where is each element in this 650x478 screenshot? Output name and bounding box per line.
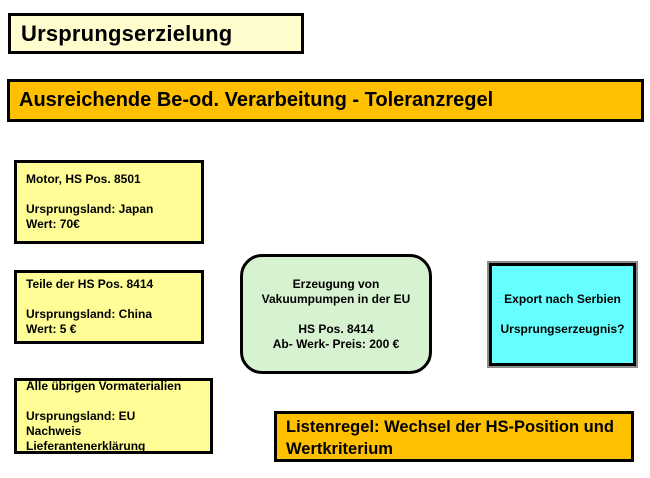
material-box-motor: Motor, HS Pos. 8501 Ursprungsland: Japan… — [14, 160, 204, 244]
material-teile-origin: Ursprungsland: China — [26, 307, 153, 321]
material-motor-title: Motor, HS Pos. 8501 — [26, 172, 141, 186]
process-line-1: Erzeugung von — [292, 276, 380, 291]
section-header-bar: Ausreichende Be-od. Verarbeitung - Toler… — [7, 79, 644, 122]
title-text: Ursprungserzielung — [21, 20, 233, 46]
export-box-serbien: Export nach Serbien Ursprungserzeugnis? — [487, 261, 638, 368]
process-line-2: Vakuumpumpen in der EU — [261, 291, 411, 306]
material-vormaterialien-proof: Nachweis Lieferantenerklärung — [26, 423, 146, 453]
rule-box-listenregel: Listenregel: Wechsel der HS-Position und… — [274, 411, 634, 462]
rule-line-2: Wertkriterium — [286, 440, 393, 458]
material-vormaterialien-origin: Ursprungsland: EU — [26, 408, 136, 423]
process-price: Ab- Werk- Preis: 200 € — [272, 336, 400, 351]
process-box-erzeugung: Erzeugung von Vakuumpumpen in der EU HS … — [240, 254, 432, 374]
material-box-teile: Teile der HS Pos. 8414 Ursprungsland: Ch… — [14, 270, 204, 344]
material-motor-origin: Ursprungsland: Japan — [26, 202, 154, 216]
export-destination: Export nach Serbien — [504, 292, 621, 306]
material-box-vormaterialien: Alle übrigen Vormaterialien Ursprungslan… — [14, 378, 213, 454]
material-motor-value: Wert: 70€ — [26, 217, 80, 231]
material-teile-title: Teile der HS Pos. 8414 — [26, 277, 154, 291]
material-vormaterialien-title: Alle übrigen Vormaterialien — [26, 378, 182, 393]
material-teile-value: Wert: 5 € — [26, 322, 77, 336]
export-question: Ursprungserzeugnis? — [500, 322, 625, 336]
process-hs-pos: HS Pos. 8414 — [298, 321, 374, 336]
section-header-text: Ausreichende Be-od. Verarbeitung - Toler… — [19, 89, 494, 111]
title-box: Ursprungserzielung — [8, 13, 304, 54]
rule-line-1: Listenregel: Wechsel der HS-Position und — [286, 418, 614, 436]
